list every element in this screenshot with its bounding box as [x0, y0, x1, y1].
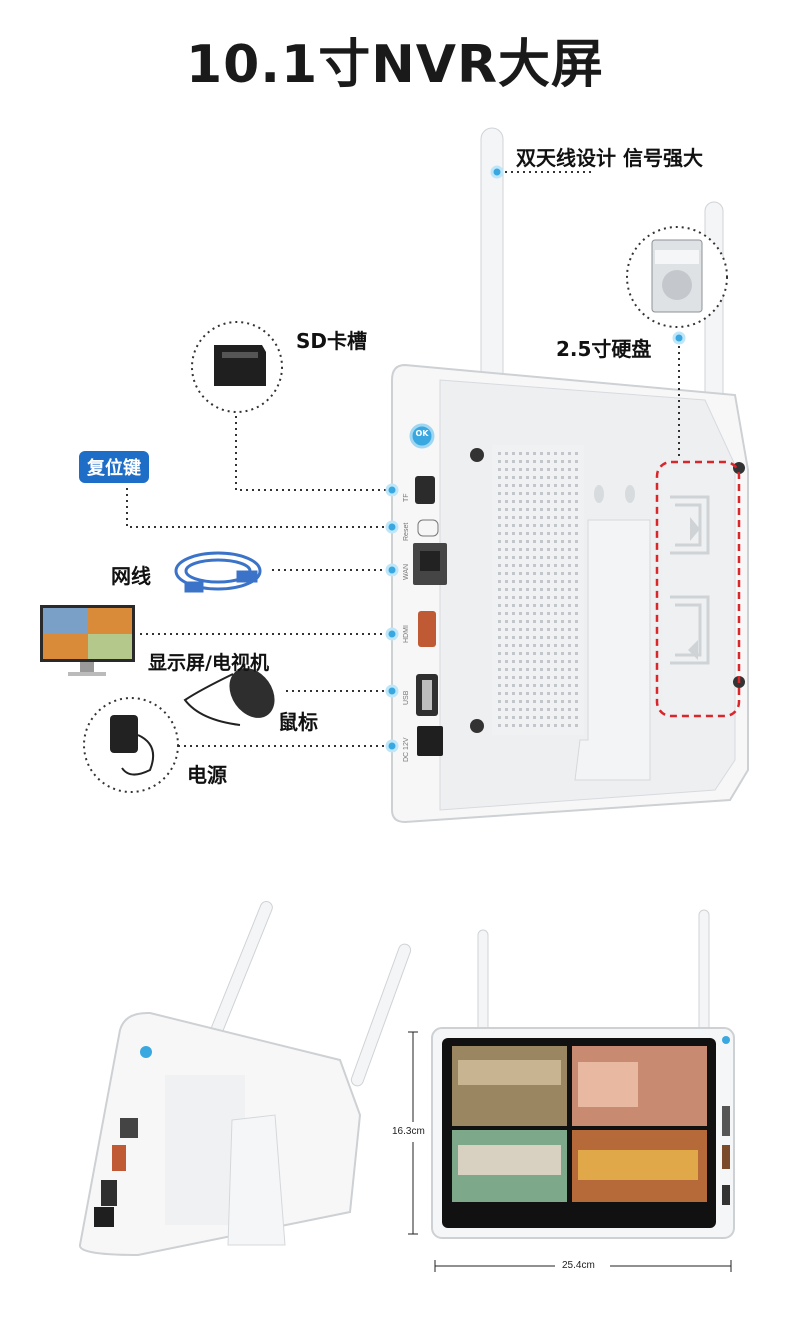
hdd-callout: 2.5寸硬盘	[556, 337, 652, 361]
callout-dots	[385, 165, 686, 753]
callout-lines	[126, 171, 680, 747]
speaker-grille	[492, 445, 584, 735]
ok-button-label: OK	[415, 429, 429, 438]
nvr-side-view	[79, 900, 412, 1257]
hdd-highlight-frame	[655, 460, 741, 718]
height-dimension: 16.3cm	[392, 1126, 425, 1137]
port-tf-label: TF	[403, 493, 410, 502]
reset-callout: 复位键	[79, 451, 149, 483]
mouse-callout: 鼠标	[278, 710, 318, 734]
width-dimension: 25.4cm	[562, 1260, 595, 1271]
nvr-device-back: TF Reset WAN HDMI USB DC 12V	[391, 363, 749, 824]
port-wan-label: WAN	[403, 564, 410, 580]
lan-callout: 网线	[111, 564, 151, 588]
power-callout: 电源	[187, 763, 227, 787]
sd-callout: SD卡槽	[296, 329, 368, 353]
port-reset-label: Reset	[403, 523, 410, 541]
port-usb-label: USB	[403, 690, 410, 705]
nvr-front-view	[431, 909, 735, 1239]
antenna-callout: 双天线设计 信号强大	[516, 146, 703, 170]
hdd-bay	[662, 468, 730, 713]
network-cable-icon	[174, 551, 262, 593]
monitor-icon	[40, 605, 135, 676]
ok-button[interactable]	[409, 423, 435, 449]
power-adapter-icon	[110, 715, 154, 776]
hard-disk-icon	[651, 239, 703, 313]
port-dc-label: DC 12V	[403, 737, 410, 762]
port-strip	[413, 476, 447, 756]
mouse-icon	[183, 668, 275, 726]
port-hdmi-label: HDMI	[403, 625, 410, 643]
page-title: 10.1寸NVR大屏	[185, 35, 605, 95]
display-callout: 显示屏/电视机	[148, 652, 269, 674]
sd-card-icon	[214, 345, 266, 386]
dimension-lines	[408, 1031, 732, 1272]
